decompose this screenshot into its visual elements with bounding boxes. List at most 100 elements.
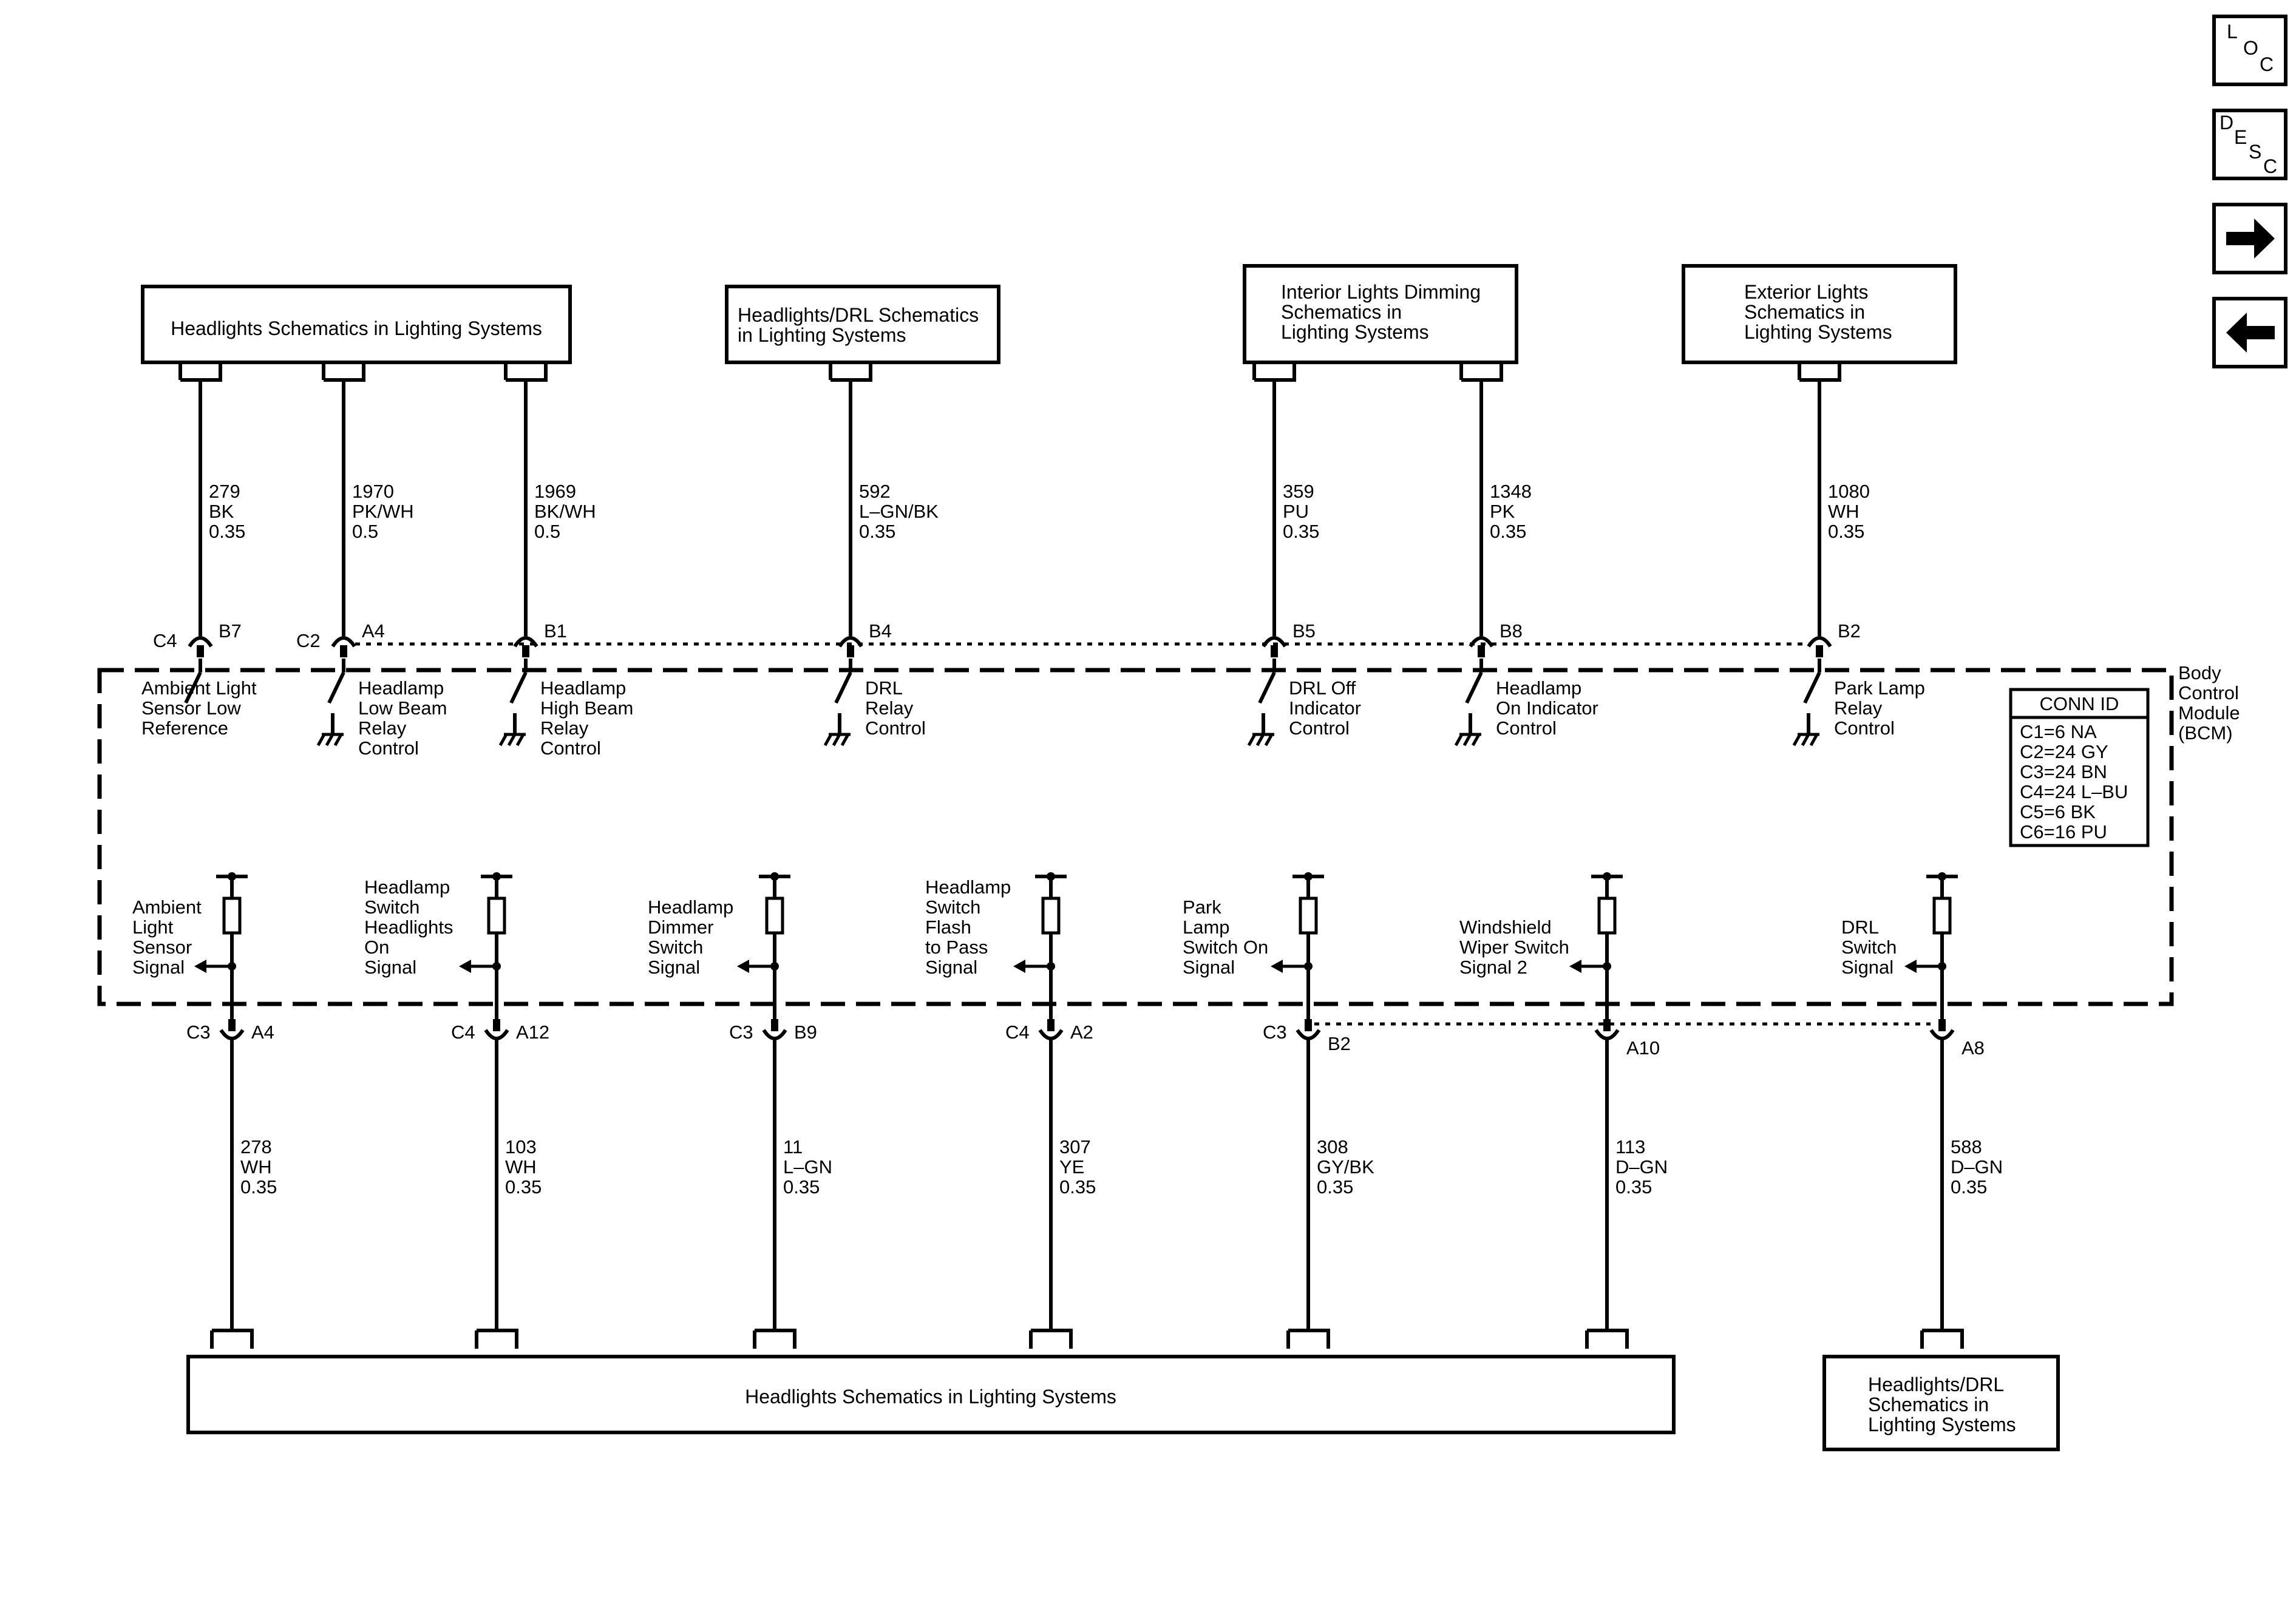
pin-icon [1807,636,1832,648]
top-box-headlights-drl[interactable]: Headlights/DRL Schematics in Lighting Sy… [725,285,1000,364]
connector-label: C3 [729,1022,753,1043]
conn-id-row: C2=24 GY [2020,741,2108,762]
bcm-label-line-1: Body [2178,662,2221,683]
loc-button[interactable]: L O C [2212,15,2288,86]
bottom-box-headlights-drl-line-2: Schematics in [1868,1394,1989,1415]
pin-terminal-icon [771,1019,778,1031]
wire-label: 1348 [1490,481,1532,502]
wire-label: BK [209,501,234,522]
desc-button[interactable]: D E S C [2212,109,2288,180]
wire-label: 307 [1059,1136,1091,1157]
harness-connector-icon [829,362,872,382]
wire-label: 0.35 [240,1176,277,1198]
harness-connector-icon [1286,1329,1330,1349]
pin-icon [331,636,356,648]
bottom-box-headlights-text: Headlights Schematics in Lighting System… [745,1386,1116,1408]
pin-terminal-icon [228,1019,236,1031]
switch-icon [1258,671,1276,704]
wire-label: 308 [1317,1136,1348,1157]
conn-id-row: C4=24 L–BU [2020,781,2128,802]
resistor-icon [222,896,242,935]
wire-label: D–GN [1951,1156,2003,1178]
pin-terminal-icon [340,645,347,657]
wire-label: 1080 [1828,481,1870,502]
bottom-box-headlights-drl[interactable]: Headlights/DRL Schematics in Lighting Sy… [1822,1355,2060,1451]
pin-icon [188,636,213,648]
switch-icon [1803,671,1821,704]
signal-arrow-icon [459,960,471,973]
conn-id-row: C3=24 BN [2020,761,2107,782]
function-label: Windshield [1459,917,1552,938]
top-box-exterior-lights[interactable]: Exterior Lights Schematics in Lighting S… [1682,264,1957,364]
signal-arrow-icon [1904,960,1917,973]
wire-label: 0.35 [1059,1176,1096,1198]
ground-icon [823,733,851,747]
function-label: Sensor Low [141,697,241,719]
wire-label: WH [1828,501,1860,522]
back-button[interactable] [2212,297,2288,368]
ground-icon [498,733,526,747]
desc-letter-3: S [2249,141,2261,163]
pin-icon [219,1029,245,1040]
function-label: Signal [364,957,416,978]
bcm-label: Body Control Module (BCM) [2178,662,2240,744]
pin-terminal-icon [1938,1019,1946,1031]
arrow-right-icon [2226,219,2275,259]
function-label: to Pass [925,937,988,958]
pin-label: B8 [1500,620,1523,642]
pin-terminal-icon [522,645,529,657]
wire-label: D–GN [1615,1156,1668,1178]
pin-icon [1038,1029,1064,1040]
function-label: Control [1496,717,1557,739]
signal-arrow-icon [1569,960,1581,973]
top-box-exterior-lights-line-2: Schematics in [1744,301,1865,323]
connector-label: C4 [153,630,177,651]
harness-connector-icon [1252,362,1296,382]
connector-label: C3 [186,1022,211,1043]
pin-label: A8 [1961,1037,1985,1059]
wire-label: WH [505,1156,537,1178]
wire-label: 11 [783,1136,803,1157]
pin-icon [513,636,538,648]
function-label: Wiper Switch [1459,937,1569,958]
function-label: Signal [1841,957,1894,978]
function-label: Relay [865,697,914,719]
ground-icon [1247,733,1274,747]
pin-icon [1296,1029,1321,1040]
bottom-box-headlights-drl-line-1: Headlights/DRL [1868,1374,2004,1395]
bottom-box-headlights[interactable]: Headlights Schematics in Lighting System… [186,1355,1676,1434]
switch-icon [1465,671,1483,704]
wire-label: PK [1490,501,1515,522]
top-box-headlights[interactable]: Headlights Schematics in Lighting System… [141,285,572,364]
wire-label: 1969 [534,481,576,502]
pin-terminal-icon [1816,645,1823,657]
connector-label: C2 [296,630,321,651]
wire-label: BK/WH [534,501,596,522]
forward-button[interactable] [2212,203,2288,274]
conn-id-table: CONN ID C1=6 NA C2=24 GY C3=24 BN C4=24 … [2009,688,2150,847]
function-label: Relay [540,717,589,739]
top-box-headlights-text: Headlights Schematics in Lighting System… [171,317,542,339]
conn-id-title: CONN ID [2040,693,2119,714]
connector-label: C3 [1263,1022,1287,1043]
function-label: Ambient Light [141,677,257,699]
top-box-interior-dimming[interactable]: Interior Lights Dimming Schematics in Li… [1243,264,1518,364]
pin-terminal-icon [1271,645,1278,657]
function-label: Dimmer [648,917,714,938]
wire-label: 0.35 [505,1176,542,1198]
function-label: Lamp [1183,917,1230,938]
